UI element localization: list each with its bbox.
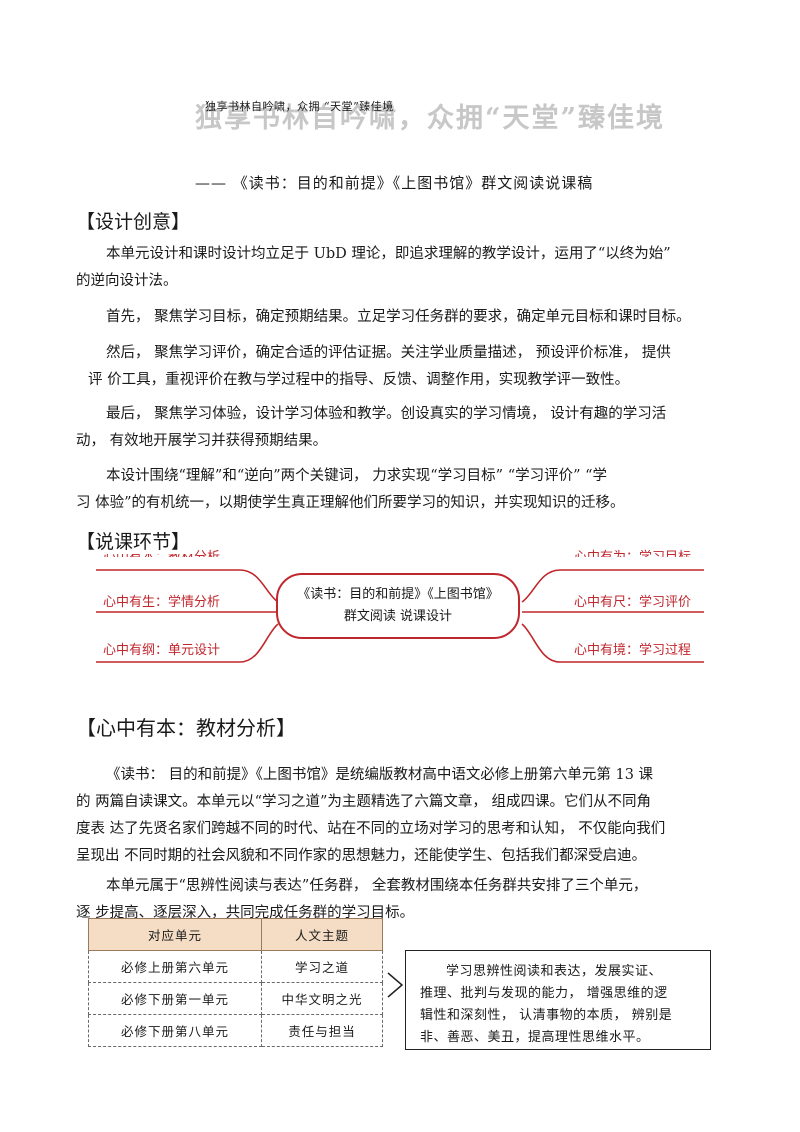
goal-note-box: 学习思辨性阅读和表达，发展实证、 推理、批判与发现的能力， 增强思维的逻 辑性和…	[405, 950, 711, 1050]
mindmap-branch-left-top	[96, 569, 279, 603]
text-line: 习 体验”的有机统一，以期使学生真正理解他们所要学习的知识，并实现知识的迁移。	[76, 495, 625, 511]
design-paragraph-1: 本单元设计和课时设计均立足于 UbD 理论，即追求理解的教学设计，运用了“以终为…	[76, 241, 726, 295]
arrow-right-icon	[387, 972, 404, 998]
design-paragraph-2: 首先， 聚焦学习目标，确定预期结果。立足学习任务群的要求，确定单元目标和课时目标…	[76, 304, 726, 331]
mindmap-node-goals: 心中有为：学习目标	[574, 545, 691, 557]
page-subtitle: —— 《读书：目的和前提》《上图书馆》群文阅读说课稿	[195, 174, 594, 192]
page-title: 独享书林自吟啸，众拥 “天堂”臻佳境	[205, 100, 394, 113]
unit-theme-table: 对应单元 人文主题 必修上册第六单元 学习之道 必修下册第一单元 中华文明之光 …	[88, 918, 383, 1047]
text-line: 学习思辨性阅读和表达，发展实证、	[446, 964, 663, 979]
text-line: 首先， 聚焦学习目标，确定预期结果。立足学习任务群的要求，确定单元目标和课时目标…	[106, 309, 691, 325]
section-heading-textbook: 【心中有本：教材分析】	[76, 716, 296, 740]
text-line: 辑性和深刻性， 认清事物的本质， 辨别是	[420, 1008, 673, 1023]
mindmap-center-node: 《读书：目的和前提》《上图书馆》 群文阅读 说课设计	[276, 573, 520, 639]
text-line: 本单元设计和课时设计均立足于 UbD 理论，即追求理解的教学设计，运用了“以终为…	[106, 246, 671, 262]
text-line: 评 价工具，重视评价在教与学过程中的指导、反馈、调整作用，实现教学评一致性。	[88, 372, 630, 388]
text-line: 本设计围绕“理解”和“逆向”两个关键词， 力求实现“学习目标” “学习评价” “…	[106, 468, 608, 484]
section-heading-lecture: 【说课环节】	[76, 527, 195, 554]
watermark-title: 独享书林自吟啸，众拥“天堂”臻佳境	[195, 103, 666, 134]
table-cell: 必修下册第一单元	[88, 982, 262, 1015]
textbook-paragraph-2: 本单元属于“思辨性阅读与表达”任务群， 全套教材围绕本任务群共安排了三个单元， …	[76, 873, 726, 927]
text-line: 的逆向设计法。	[76, 273, 178, 289]
text-line: 《读书： 目的和前提》《上图书馆》是统编版教材高中语文必修上册第六单元第 13 …	[106, 767, 654, 783]
table-row: 必修下册第八单元 责任与担当	[88, 1014, 383, 1047]
text-line: 的 两篇自读课文。本单元以“学习之道”为主题精选了六篇文章， 组成四课。它们从不…	[76, 794, 652, 810]
mindmap-branch-right-top	[521, 569, 704, 603]
text-line: 呈现出 不同时期的社会风貌和不同作家的思想魅力，还能使学生、包括我们都深受启迪。	[76, 848, 647, 864]
section-heading-design: 【设计创意】	[76, 211, 191, 233]
table-row: 必修下册第一单元 中华文明之光	[88, 982, 383, 1015]
design-paragraph-4: 最后， 聚焦学习体验，设计学习体验和教学。创设真实的学习情境， 设计有趣的学习活…	[76, 401, 726, 455]
mindmap-lines	[96, 569, 704, 663]
design-paragraph-3: 然后， 聚焦学习评价，确定合适的评估证据。关注学业质量描述， 预设评价标准， 提…	[76, 340, 726, 394]
mindmap-branch-left-bottom	[96, 623, 279, 663]
mindmap-node-process: 心中有境：学习过程	[574, 643, 692, 658]
table-cell: 责任与担当	[261, 1014, 383, 1047]
text-line: 动， 有效地开展学习并获得预期结果。	[76, 433, 328, 449]
textbook-paragraph-1: 《读书： 目的和前提》《上图书馆》是统编版教材高中语文必修上册第六单元第 13 …	[76, 762, 726, 870]
text-line: 非、善恶、美丑，提高理性思维水平。	[420, 1030, 650, 1045]
mindmap-branch-right-bottom	[521, 623, 704, 663]
table-cell: 中华文明之光	[261, 982, 383, 1015]
table-cell: 学习之道	[261, 950, 383, 983]
table-row: 必修上册第六单元 学习之道	[88, 950, 383, 983]
text-line: 然后， 聚焦学习评价，确定合适的评估证据。关注学业质量描述， 预设评价标准， 提…	[106, 345, 671, 361]
mindmap-center-title: 《读书：目的和前提》《上图书馆》	[297, 587, 499, 602]
table-header-cell: 人文主题	[261, 918, 383, 951]
mindmap-node-unit-design: 心中有纲：单元设计	[103, 643, 221, 658]
text-line: 度表 达了先贤名家们跨越不同的时代、站在不同的立场对学习的思考和认知， 不仅能向…	[76, 821, 666, 837]
table-header-row: 对应单元 人文主题	[88, 918, 383, 951]
design-paragraph-5: 本设计围绕“理解”和“逆向”两个关键词， 力求实现“学习目标” “学习评价” “…	[76, 463, 726, 517]
table-cell: 必修下册第八单元	[88, 1014, 262, 1047]
text-line: 最后， 聚焦学习体验，设计学习体验和教学。创设真实的学习情境， 设计有趣的学习活	[106, 406, 667, 422]
text-line: 逐 步提高、逐层深入，共同完成任务群的学习目标。	[76, 905, 415, 921]
text-line: 推理、批判与发现的能力， 增强思维的逻	[420, 986, 668, 1001]
mindmap-node-students: 心中有生：学情分析	[103, 595, 221, 610]
table-cell: 必修上册第六单元	[88, 950, 262, 983]
mindmap-node-assessment: 心中有尺：学习评价	[574, 595, 692, 610]
text-line: 本单元属于“思辨性阅读与表达”任务群， 全套教材围绕本任务群共安排了三个单元，	[106, 878, 648, 894]
mindmap-center-subtitle: 群文阅读 说课设计	[343, 609, 453, 624]
table-header-cell: 对应单元	[88, 918, 262, 951]
